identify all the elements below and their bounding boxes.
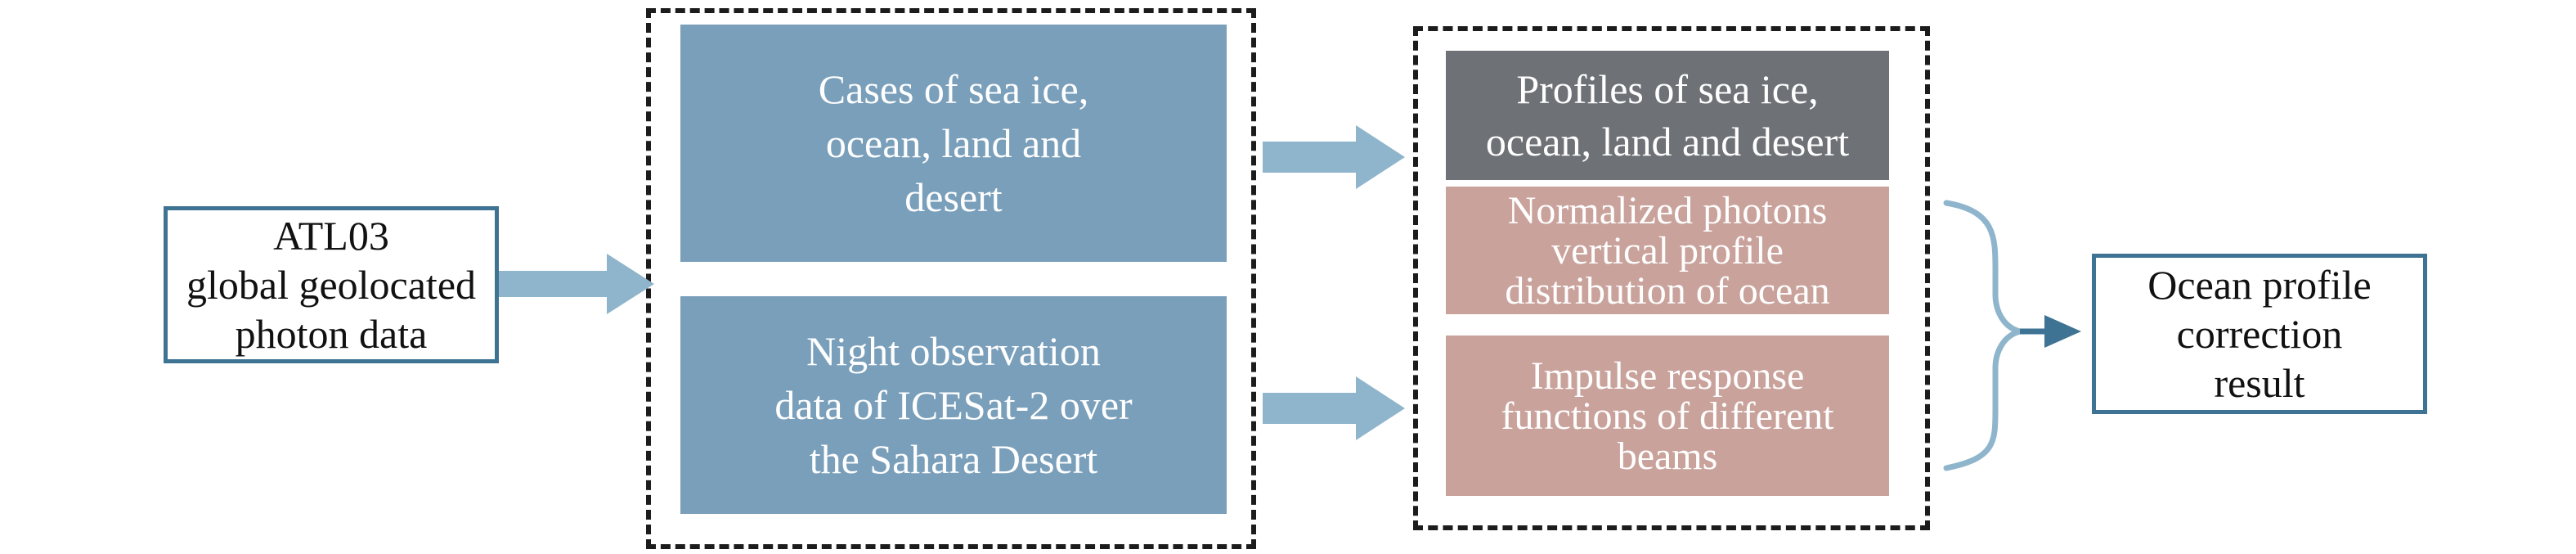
- impulse-response-line-1: Impulse response: [1530, 354, 1805, 398]
- night-observation-node: Night observation data of ICESat-2 over …: [680, 296, 1227, 514]
- normalized-photons-line-3: distribution of ocean: [1505, 268, 1830, 313]
- brace-derived-outputs: [1943, 200, 2022, 471]
- impulse-response-line-2: functions of different: [1501, 394, 1834, 438]
- night-observation-line-3: the Sahara Desert: [809, 436, 1098, 482]
- normalized-photons-line-1: Normalized photons: [1507, 188, 1828, 232]
- profiles-node-line-1: Profiles of sea ice,: [1516, 66, 1819, 112]
- result-node-line-3: result: [2214, 360, 2305, 406]
- derived-group-frame: [1413, 26, 1930, 530]
- result-node-line-1: Ocean profile: [2147, 262, 2372, 308]
- night-observation-line-1: Night observation: [806, 328, 1101, 374]
- cases-node-line-1: Cases of sea ice,: [818, 66, 1089, 112]
- arrow-night-to-impulse: [1263, 376, 1405, 440]
- night-observation-line-2: data of ICESat-2 over: [774, 382, 1133, 428]
- arrow-cases-to-profiles: [1263, 125, 1405, 189]
- cases-node-line-3: desert: [904, 174, 1003, 220]
- normalized-photons-line-2: vertical profile: [1551, 228, 1784, 272]
- data-group-frame: [646, 8, 1256, 549]
- input-node-line-3: photon data: [235, 311, 428, 357]
- profiles-node-line-2: ocean, land and desert: [1485, 119, 1850, 164]
- input-node-atl03: ATL03 global geolocated photon data: [164, 206, 499, 363]
- arrow-brace-to-result-head: [2044, 315, 2081, 348]
- cases-node-line-2: ocean, land and: [825, 120, 1082, 166]
- arrow-input-to-group: [497, 254, 654, 314]
- normalized-photons-node: Normalized photons vertical profile dist…: [1446, 187, 1889, 314]
- impulse-response-node: Impulse response functions of different …: [1446, 336, 1889, 496]
- input-node-line-2: global geolocated: [186, 262, 477, 308]
- result-node-line-2: correction: [2176, 311, 2343, 357]
- profiles-node: Profiles of sea ice, ocean, land and des…: [1446, 51, 1889, 180]
- cases-node: Cases of sea ice, ocean, land and desert: [680, 25, 1227, 262]
- input-node-line-1: ATL03: [273, 213, 389, 259]
- impulse-response-line-3: beams: [1617, 434, 1718, 478]
- result-node: Ocean profile correction result: [2092, 254, 2427, 414]
